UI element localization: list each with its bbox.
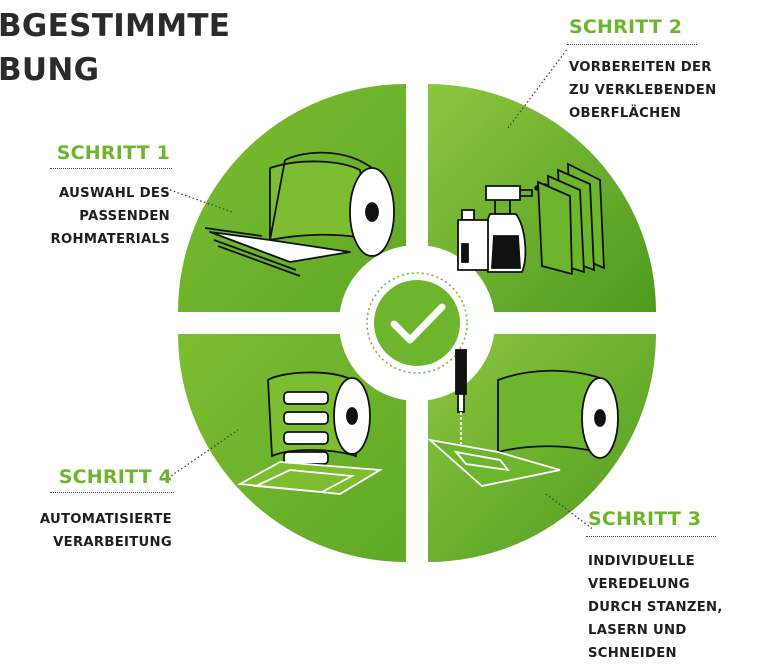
step3-line-4: LASERN UND [588, 623, 687, 638]
sheets-icon [537, 162, 605, 276]
step3-underline [586, 536, 716, 537]
step2-line-3: OBERFLÄCHEN [569, 106, 682, 121]
step4-label: SCHRITT 4 [58, 466, 172, 488]
step3-line-3: DURCH STANZEN, [588, 600, 723, 615]
step3-line-1: INDIVIDUELLE [588, 554, 695, 569]
page-title: BGESTIMMTE BUNG [0, 4, 230, 92]
step4-description: AUTOMATISIERTE VERARBEITUNG [40, 508, 172, 554]
cleaner-bottle-icon [457, 209, 489, 271]
step3-label: SCHRITT 3 [588, 508, 702, 530]
step2-description: VORBEREITEN DER ZU VERKLEBENDEN OBERFLÄC… [569, 56, 716, 125]
step2-underline [567, 44, 697, 45]
title-line-1: BGESTIMMTE [0, 8, 231, 44]
step3-description: INDIVIDUELLE VEREDELUNG DURCH STANZEN, L… [588, 550, 723, 665]
step2-line-1: VORBEREITEN DER [569, 60, 712, 75]
step1-description: AUSWAHL DES PASSENDEN ROHMATERIALS [51, 182, 170, 251]
step3-line-5: SCHNEIDEN [588, 646, 677, 661]
step1-line-3: ROHMATERIALS [50, 232, 170, 247]
step4-line-2: VERARBEITUNG [53, 535, 172, 550]
step2-line-2: ZU VERKLEBENDEN [569, 83, 717, 98]
step2-label: SCHRITT 2 [569, 16, 683, 38]
label-roll-icon [237, 371, 383, 495]
step3-line-2: VEREDELUNG [588, 577, 690, 592]
title-line-2: BUNG [0, 52, 100, 88]
material-roll-icon [204, 151, 395, 277]
laser-cutter-icon [427, 349, 619, 487]
step1-line-1: AUSWAHL DES [59, 186, 170, 201]
step4-line-1: AUTOMATISIERTE [39, 512, 172, 527]
step4-underline [50, 492, 174, 493]
leader-lines [167, 47, 595, 531]
step1-underline [50, 168, 172, 169]
step1-line-2: PASSENDEN [79, 209, 170, 224]
checkmark-icon [390, 303, 446, 344]
step1-label: SCHRITT 1 [56, 142, 170, 164]
